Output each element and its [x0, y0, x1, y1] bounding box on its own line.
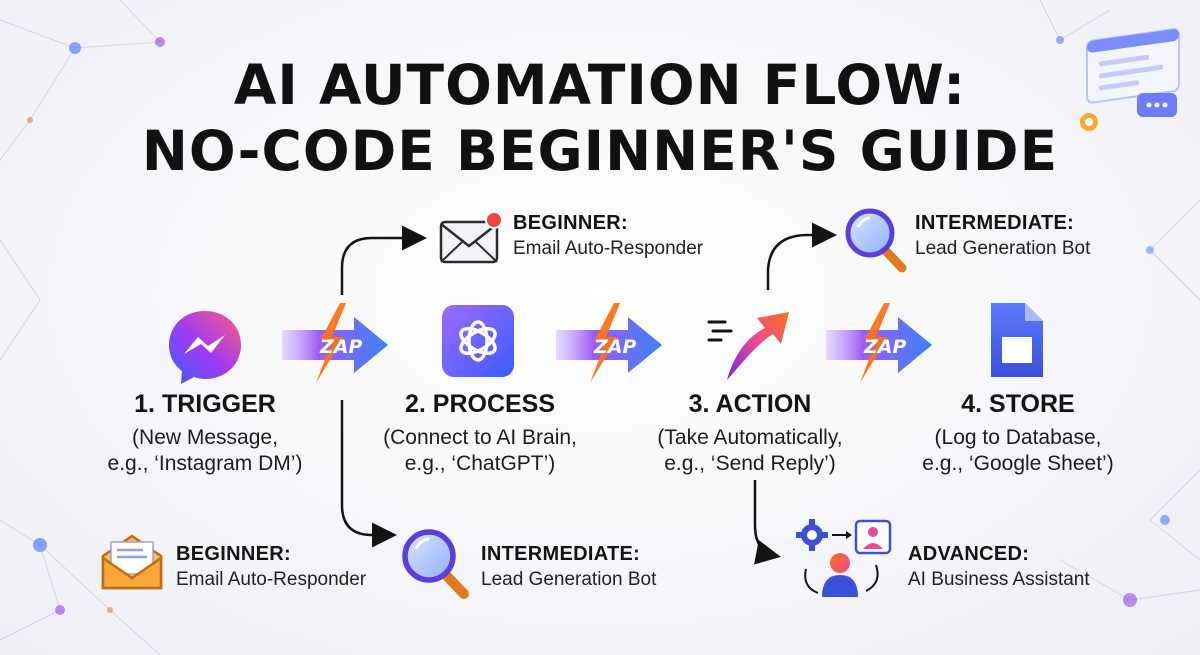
example-name: Email Auto-Responder: [176, 569, 367, 590]
step-title: 3. ACTION: [688, 390, 812, 418]
step-process: 2. PROCESS (Connect to AI Brain, e.g., ‘…: [355, 390, 605, 477]
decorative-app-window-icon: [1080, 28, 1180, 131]
example-intermediate-bottom: INTERMEDIATE: Lead Generation Bot: [481, 543, 656, 591]
open-envelope-icon: [101, 534, 163, 590]
zap-label: ZAP: [319, 336, 362, 358]
step-description-line1: (New Message,: [132, 426, 278, 449]
page-title-line2: NO-CODE BEGINNER'S GUIDE: [141, 119, 1059, 183]
page-title: AI AUTOMATION FLOW: NO-CODE BEGINNER'S G…: [0, 52, 1200, 184]
magnifier-icon: [402, 529, 469, 599]
branch-arrow-top-right: [766, 222, 837, 290]
example-beginner-bottom: BEGINNER: Email Auto-Responder: [176, 543, 366, 591]
example-beginner-top: BEGINNER: Email Auto-Responder: [513, 212, 703, 260]
step-description-line2: e.g., ‘Google Sheet’): [922, 452, 1114, 475]
step-description-line1: (Connect to AI Brain,: [383, 426, 577, 449]
step-trigger: 1. TRIGGER (New Message, e.g., ‘Instagra…: [85, 390, 325, 477]
zap-connector-1: ZAP: [282, 303, 388, 383]
chatgpt-icon: [442, 305, 514, 377]
step-description-line2: e.g., ‘Send Reply’): [664, 452, 836, 475]
google-sheet-icon: [991, 303, 1043, 377]
step-description-line2: e.g., ‘ChatGPT’): [404, 452, 556, 475]
example-level: BEGINNER:: [176, 543, 291, 565]
assistant-workflow-icon: [796, 519, 892, 597]
branch-arrow-bottom-mid: [340, 400, 397, 548]
example-name: AI Business Assistant: [908, 569, 1090, 590]
example-advanced-bottom: ADVANCED: AI Business Assistant: [908, 543, 1090, 591]
email-envelope-icon: [439, 211, 503, 264]
step-description-line2: e.g., ‘Instagram DM’): [107, 452, 303, 475]
zap-label: ZAP: [863, 336, 906, 358]
example-intermediate-top: INTERMEDIATE: Lead Generation Bot: [915, 212, 1090, 260]
magnifier-icon: [845, 208, 907, 273]
messenger-icon: [169, 311, 241, 384]
zap-label: ZAP: [593, 336, 636, 358]
step-action: 3. ACTION (Take Automatically, e.g., ‘Se…: [625, 390, 875, 477]
example-level: ADVANCED:: [908, 543, 1030, 565]
example-name: Lead Generation Bot: [481, 569, 657, 590]
page-title-line1: AI AUTOMATION FLOW:: [233, 53, 967, 117]
zap-connector-3: ZAP: [826, 303, 932, 383]
branch-arrow-bottom-right: [753, 480, 781, 565]
zap-connector-2: ZAP: [556, 303, 662, 383]
step-store: 4. STORE (Log to Database, e.g., ‘Google…: [893, 390, 1143, 477]
example-name: Email Auto-Responder: [513, 238, 704, 259]
example-level: INTERMEDIATE:: [915, 212, 1075, 234]
step-title: 2. PROCESS: [404, 390, 556, 418]
example-level: BEGINNER:: [513, 212, 628, 234]
example-level: INTERMEDIATE:: [481, 543, 641, 565]
step-description-line1: (Log to Database,: [934, 426, 1102, 449]
example-name: Lead Generation Bot: [915, 238, 1091, 259]
send-arrow-icon: [707, 312, 789, 380]
step-title: 1. TRIGGER: [134, 390, 276, 418]
step-title: 4. STORE: [961, 390, 1075, 418]
step-description-line1: (Take Automatically,: [657, 426, 843, 449]
branch-arrow-top-left: [340, 225, 427, 295]
